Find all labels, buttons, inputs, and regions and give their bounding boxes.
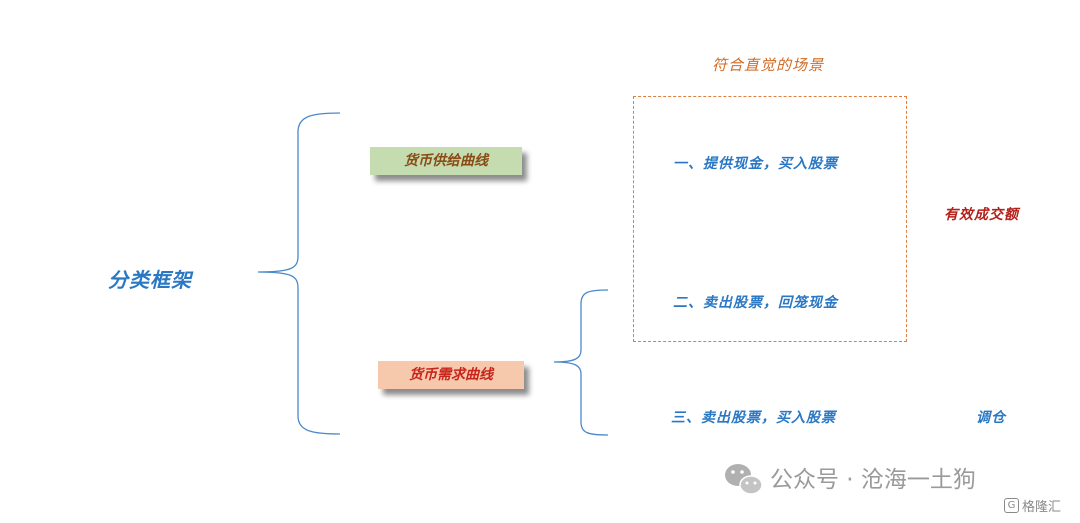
money-demand-box: 货币需求曲线 <box>378 361 524 389</box>
scenario-item-3: 三、卖出股票，买入股票 <box>671 410 836 426</box>
main-brace <box>257 112 341 435</box>
watermark-logo-text: 格隆汇 <box>1022 500 1062 515</box>
intuitive-scene-title: 符合直觉的场景 <box>712 56 825 74</box>
scenario-item-2: 二、卖出股票，回笼现金 <box>673 295 838 311</box>
intuitive-scene-dashed-box <box>633 96 907 342</box>
wechat-icon <box>725 464 763 495</box>
logo-mark-icon: G <box>1004 498 1019 513</box>
demand-brace <box>553 289 609 436</box>
watermark: 公众号 · 沧海一土狗 <box>722 462 976 498</box>
root-label: 分类框架 <box>108 268 192 292</box>
effective-volume-note: 有效成交额 <box>944 207 1019 223</box>
watermark-text: 公众号 · 沧海一土狗 <box>770 467 976 493</box>
rebalance-note: 调仓 <box>976 410 1006 426</box>
watermark-logo: G 格隆汇 <box>1004 496 1061 515</box>
money-supply-box: 货币供给曲线 <box>370 147 522 175</box>
scenario-item-1: 一、提供现金，买入股票 <box>673 156 838 172</box>
